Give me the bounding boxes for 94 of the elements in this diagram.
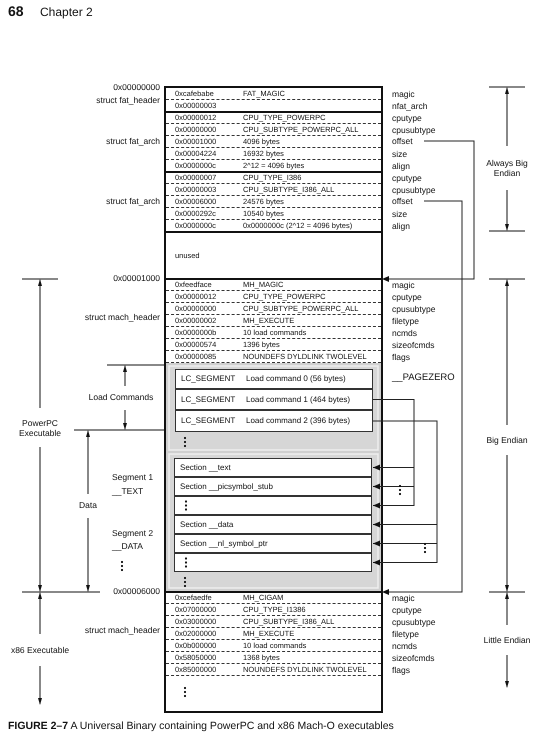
command-type: LC_SEGMENT: [181, 394, 236, 406]
field-row: [166, 652, 381, 664]
command-description: Load command 2 (396 bytes): [246, 415, 350, 427]
address-label: 0x00001000: [112, 273, 160, 283]
field-row: [166, 339, 381, 351]
command-type: LC_SEGMENT: [181, 415, 236, 427]
field-name: ncmds: [392, 328, 418, 338]
field-name: cputype: [392, 113, 423, 123]
field-name: nfat_arch: [392, 101, 428, 111]
section-name: Section __data: [180, 519, 234, 531]
load-command-row: [175, 389, 373, 410]
field-row: [166, 291, 381, 303]
section-name: Section __text: [180, 462, 231, 474]
field-name: flags: [392, 352, 411, 362]
field-row: [166, 279, 381, 291]
field-name: magic: [392, 280, 416, 290]
field-row: [166, 303, 381, 315]
field-row: [166, 592, 381, 604]
command-description: Load command 1 (464 bytes): [246, 394, 350, 406]
chapter-heading: Chapter 2: [40, 5, 94, 19]
dimension-label: Data: [78, 500, 98, 510]
field-name: align: [392, 161, 411, 171]
segment-name: __PAGEZERO: [392, 372, 455, 384]
field-name: cpusubtype: [392, 304, 436, 314]
figure-caption: FIGURE 2–7 A Universal Binary containing PowerPC and x86 Mach-O executables: [8, 720, 394, 732]
section-name: Section __picsymbol_stub: [180, 481, 273, 493]
field-name: offset: [392, 195, 422, 207]
field-row: [166, 148, 381, 160]
segment-label: Segment 2: [112, 528, 154, 538]
dimension-label: x86 Executable: [10, 645, 70, 655]
load-command-row: [175, 410, 373, 432]
field-name: filetype: [392, 629, 420, 639]
section-row: [174, 553, 372, 572]
section-row: [174, 515, 372, 534]
struct-label: struct fat_header: [95, 95, 160, 105]
segment-label: Segment 1: [112, 472, 154, 482]
section-row: [174, 477, 372, 496]
dimension-label: Little Endian: [482, 635, 532, 645]
field-name: magic: [392, 89, 416, 99]
field-name: sizeofcmds: [392, 340, 436, 350]
command-description: Load command 0 (56 bytes): [246, 373, 346, 385]
dimension-label: PowerPC Executable: [18, 418, 62, 438]
field-row: [166, 664, 381, 676]
field-name: magic: [392, 593, 416, 603]
field-row: [166, 112, 381, 124]
field-name: ncmds: [392, 641, 418, 651]
section-name: Section __nl_symbol_ptr: [180, 538, 268, 550]
dimension-label: Always Big Endian: [485, 158, 529, 178]
field-name: cpusubtype: [392, 125, 436, 135]
connector-arrow: [382, 200, 462, 595]
field-name: flags: [392, 665, 411, 675]
command-type: LC_SEGMENT: [181, 373, 236, 385]
section-row: [174, 458, 372, 477]
field-row: [166, 315, 381, 327]
load-command-row: [175, 369, 373, 389]
field-row: [166, 208, 381, 220]
field-row: [166, 604, 381, 616]
field-name: offset: [392, 135, 422, 147]
field-name: align: [392, 221, 411, 231]
page-number: 68: [8, 3, 25, 19]
field-name: filetype: [392, 316, 420, 326]
field-row: [166, 640, 381, 652]
field-name: size: [392, 149, 408, 159]
field-name: sizeofcmds: [392, 653, 436, 663]
field-name: cpusubtype: [392, 617, 436, 627]
field-row: [166, 616, 381, 628]
field-name: cputype: [392, 292, 423, 302]
field-name: cpusubtype: [392, 185, 436, 195]
segment-label: __DATA: [112, 541, 144, 551]
dimension-label: Load Commands: [88, 392, 154, 402]
struct-label: struct mach_header: [84, 312, 160, 322]
connector-arrow: [382, 140, 474, 282]
field-row: [166, 88, 381, 100]
field-name: cputype: [392, 173, 423, 183]
field-row: [166, 184, 381, 196]
field-row: [166, 351, 381, 363]
field-row: [166, 628, 381, 640]
address-label: 0x00000000: [112, 82, 160, 92]
address-label: 0x00006000: [112, 586, 160, 596]
struct-label: struct mach_header: [84, 625, 160, 635]
field-row: [166, 124, 381, 136]
field-name: cputype: [392, 605, 423, 615]
field-name: size: [392, 209, 408, 219]
segment-label: __TEXT: [112, 486, 144, 496]
section-row: [174, 534, 372, 553]
field-row: [166, 327, 381, 339]
field-row: [166, 136, 381, 148]
struct-label: struct fat_arch: [105, 136, 160, 146]
connector-arrow: [372, 399, 414, 508]
field-row: [166, 196, 381, 208]
field-row: [166, 172, 381, 184]
section-row: [174, 496, 372, 515]
struct-label: struct fat_arch: [105, 196, 160, 206]
dimension-label: Big Endian: [485, 435, 529, 445]
